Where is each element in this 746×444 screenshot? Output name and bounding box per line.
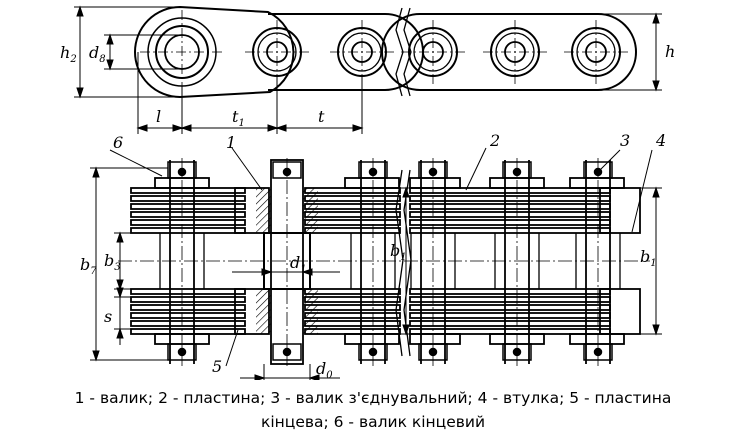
label-d1: d1	[290, 253, 307, 275]
cotter-pins	[167, 161, 613, 361]
label-t: t	[318, 107, 325, 126]
labels: h2 d8 h l t1 t 6 1 2 3 4 5 b7 b3 s b1 b1…	[60, 42, 675, 380]
label-h: h	[665, 42, 675, 61]
pin-top-2	[245, 20, 309, 84]
label-d8: d8	[89, 43, 106, 65]
pin-top-3	[330, 20, 394, 84]
caption-line-1: 1 - валик; 2 - пластина; 3 - валик з'єдн…	[74, 389, 672, 407]
label-b7: b7	[80, 255, 97, 277]
top-pins	[140, 10, 628, 94]
hatched-section	[256, 188, 318, 334]
label-l: l	[156, 107, 161, 126]
end-plate-outline	[134, 5, 295, 99]
bushings	[159, 233, 621, 289]
label-6: 6	[113, 133, 123, 152]
pins-front	[169, 159, 611, 365]
pin-top-5	[483, 20, 547, 84]
label-d0: d0	[316, 359, 333, 380]
label-h2: h2	[60, 43, 77, 65]
label-b1-middle: b1	[390, 241, 407, 263]
label-t1: t1	[232, 107, 245, 129]
top-dimensions	[74, 5, 662, 134]
left-link-plate	[268, 13, 424, 91]
front-dimensions	[90, 147, 662, 380]
pin-top-4	[401, 20, 465, 84]
pin-top-6	[564, 20, 628, 84]
front-view	[118, 158, 650, 366]
label-s: s	[104, 307, 112, 326]
end-pin-top	[140, 10, 224, 94]
label-b3: b3	[104, 251, 121, 273]
label-3: 3	[620, 131, 630, 150]
label-1: 1	[226, 133, 236, 152]
label-2: 2	[489, 131, 500, 150]
label-4: 4	[655, 131, 666, 150]
chain-drawing: h2 d8 h l t1 t 6 1 2 3 4 5 b7 b3 s b1 b1…	[60, 5, 675, 380]
label-b1-right: b1	[640, 247, 657, 269]
label-5: 5	[212, 357, 222, 376]
caption-line-2: кінцева; 6 - валик кінцевий	[260, 413, 486, 431]
figure-caption: 1 - валик; 2 - пластина; 3 - валик з'єдн…	[0, 386, 746, 434]
